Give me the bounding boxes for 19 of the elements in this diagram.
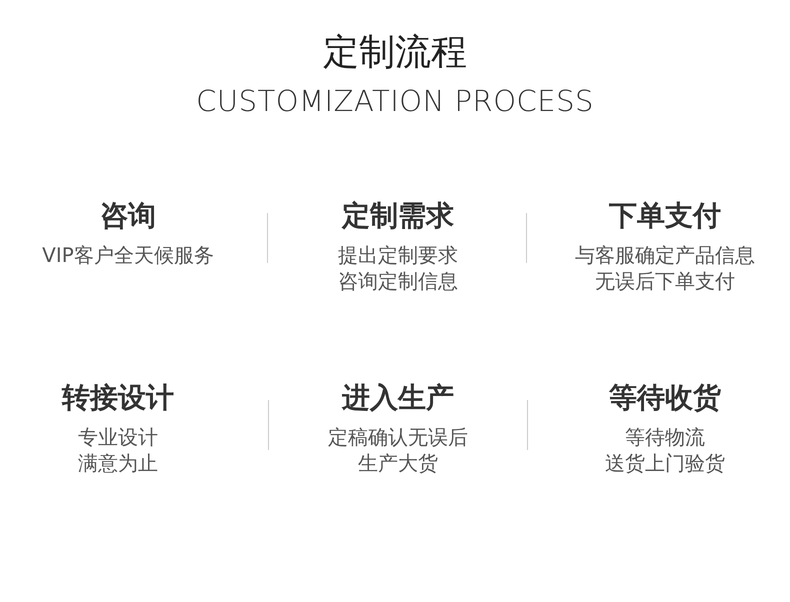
step-description: 咨询定制信息 (337, 268, 459, 294)
step-description: 提出定制要求 (337, 242, 459, 268)
step-description: 无误后下单支付 (594, 268, 736, 294)
step-description: 满意为止 (77, 450, 159, 476)
step-heading: 转接设计 (60, 380, 175, 416)
step-description: 生产大货 (357, 450, 439, 476)
step-description: 送货上门验货 (604, 450, 726, 476)
step-heading: 咨询 (99, 198, 157, 234)
step-description: 专业设计 (77, 424, 159, 450)
step-description: 等待物流 (624, 424, 706, 450)
page-title: 定制流程 (322, 31, 468, 75)
step-description: 与客服确定产品信息 (574, 242, 756, 268)
step-heading: 定制需求 (340, 198, 455, 234)
page-subtitle: CUSTOMIZATION PROCESS (195, 84, 595, 118)
step-description: VIP客户全天候服务 (41, 242, 215, 268)
step-heading: 进入生产 (340, 380, 455, 416)
step-description: 定稿确认无误后 (327, 424, 469, 450)
step-heading: 等待收货 (608, 380, 722, 416)
step-heading: 下单支付 (608, 198, 722, 234)
